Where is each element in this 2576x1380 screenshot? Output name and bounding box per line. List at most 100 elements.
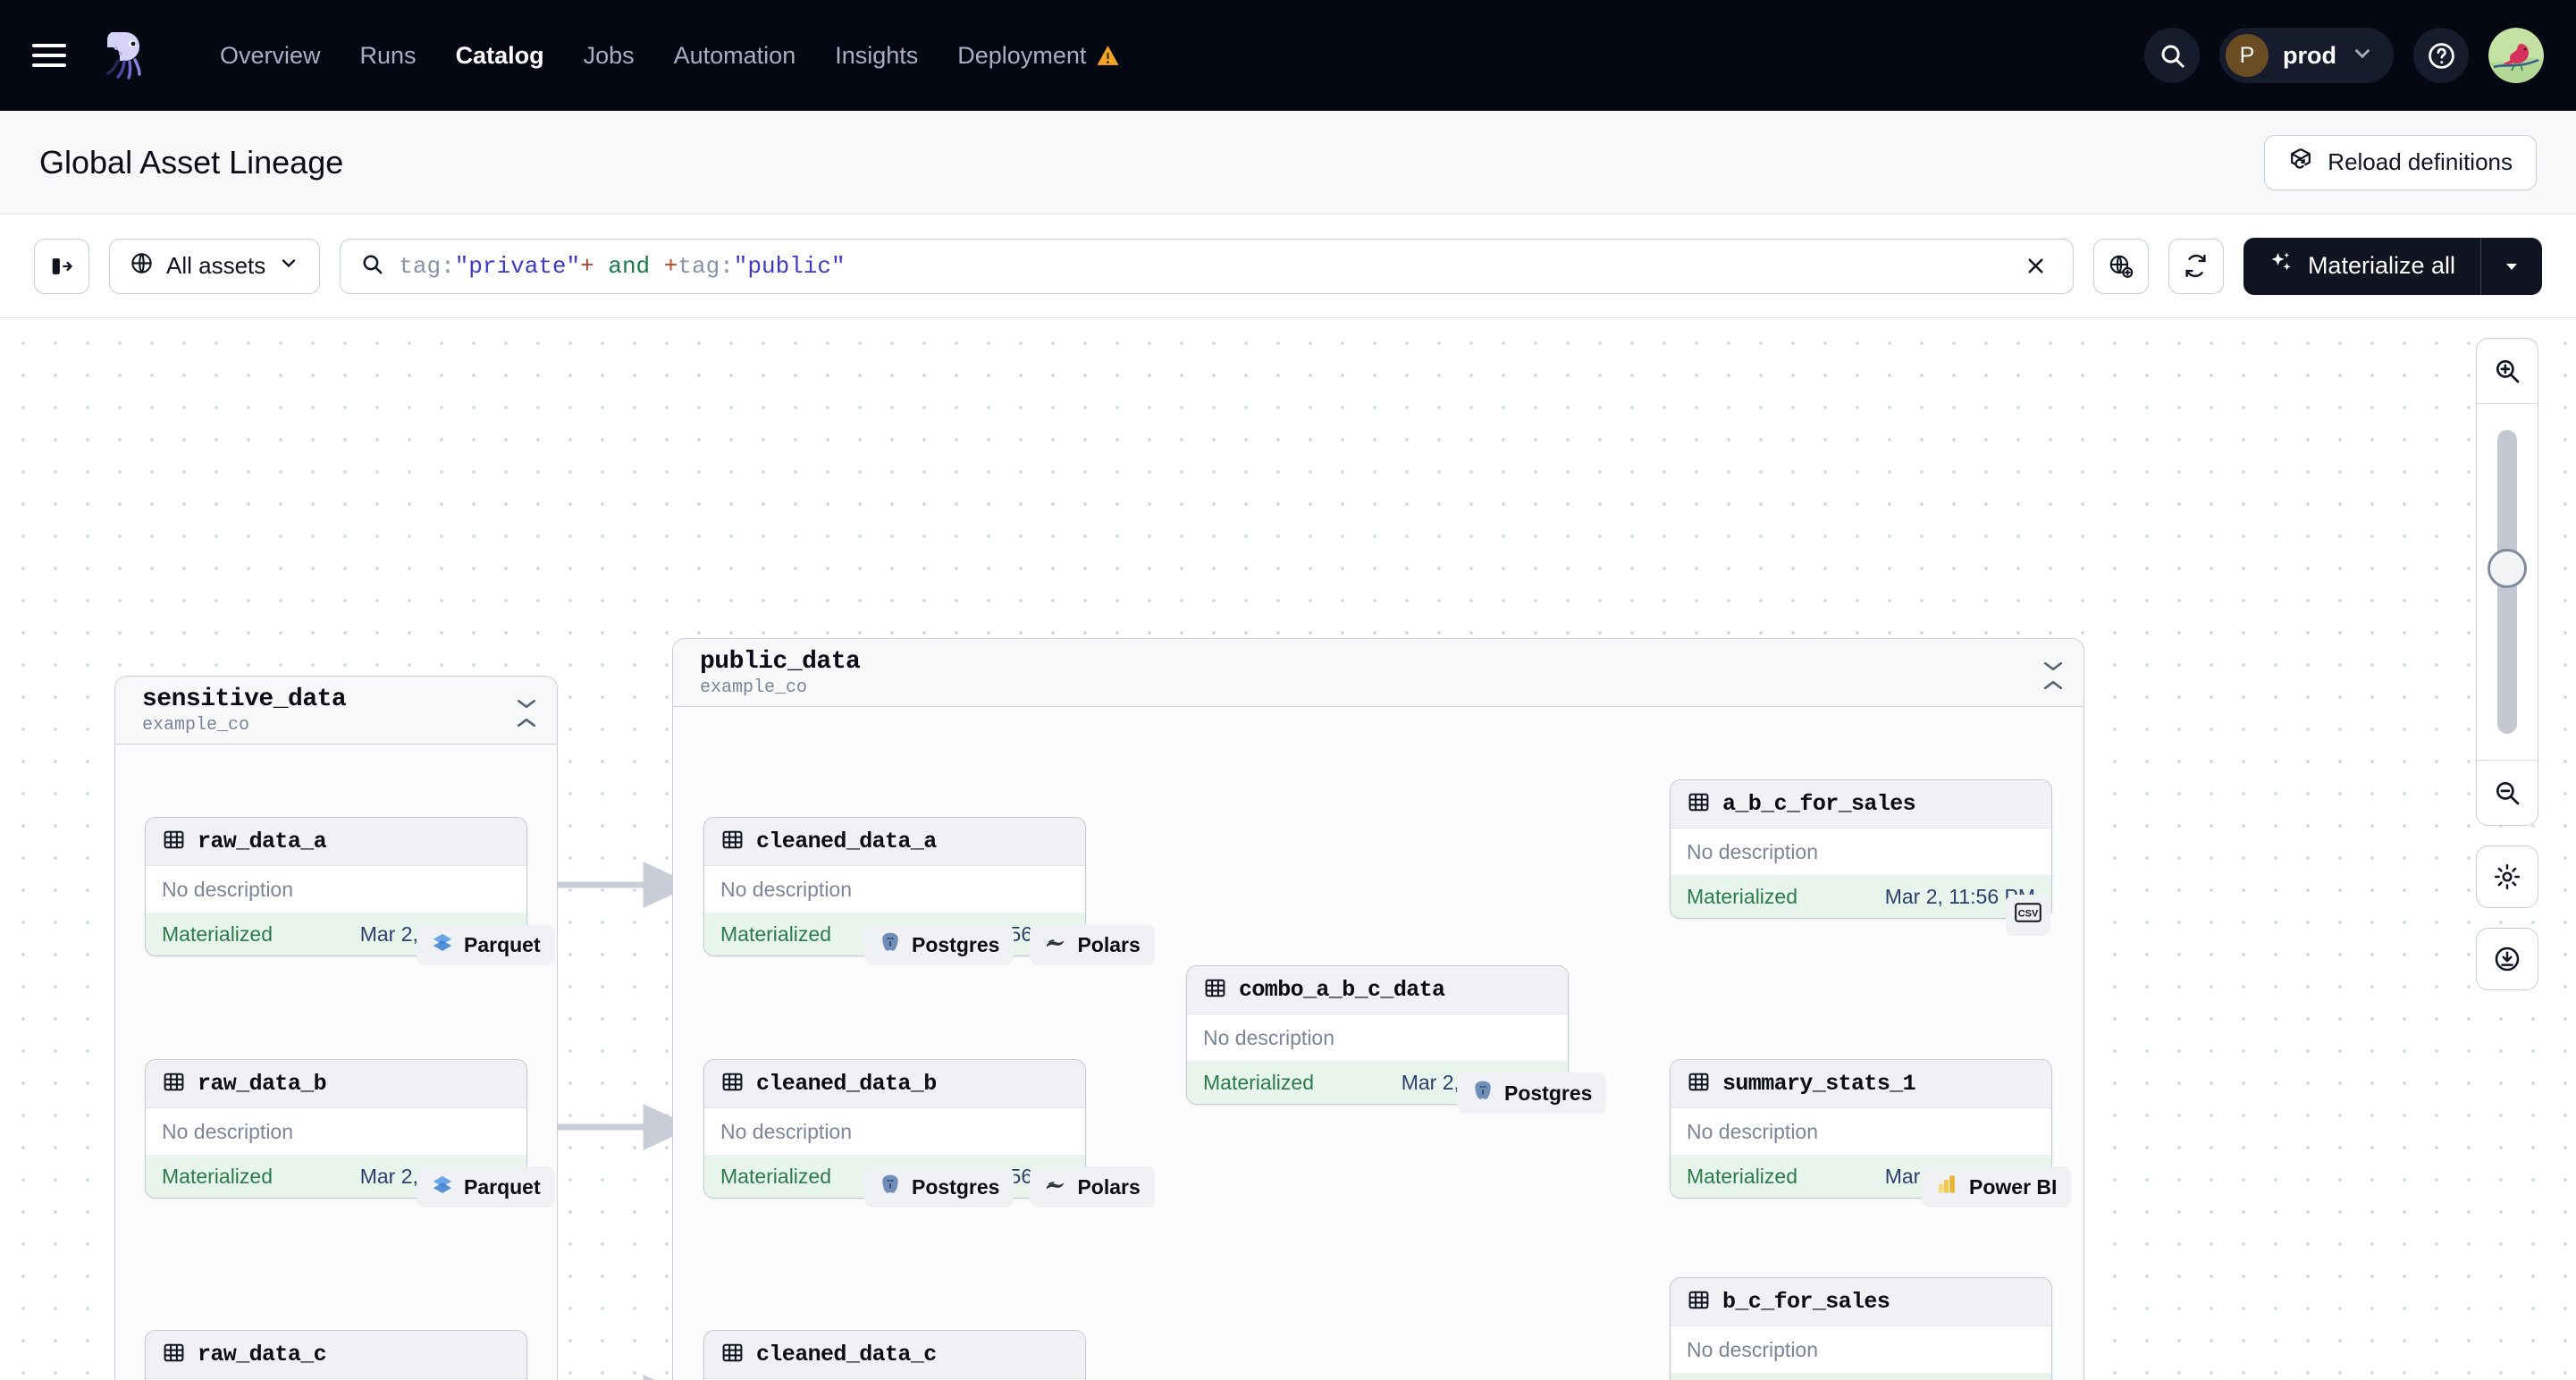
search-icon[interactable]	[2144, 28, 2200, 83]
chevron-down-icon	[278, 252, 299, 280]
collapse-toggle-icon[interactable]	[516, 700, 537, 727]
asset-tag-label: Power BI	[1969, 1174, 2058, 1199]
asset-tag-postgres[interactable]: Postgres	[864, 1166, 1014, 1208]
asset-tag-parquet[interactable]: Parquet	[417, 924, 555, 965]
asset-node-description: No description	[720, 1119, 853, 1143]
asset-node-status: Materialized Mar 2, 11:56 PM	[1671, 1373, 2051, 1380]
dagster-logo[interactable]	[97, 27, 154, 84]
postgres-icon	[1471, 1079, 1494, 1107]
parquet-icon	[431, 1173, 454, 1201]
cube-refresh-icon	[2288, 147, 2313, 178]
asset-scope-filter[interactable]: All assets	[109, 238, 321, 294]
asset-node-title: combo_a_b_c_data	[1239, 977, 1445, 1003]
asset-node-raw_data_b[interactable]: raw_data_b No description Materialized M…	[145, 1059, 527, 1199]
zoom-slider-group	[2476, 338, 2538, 826]
asset-tags-cleaned_data_a: Postgres Polars	[864, 924, 1155, 965]
zoom-out-icon[interactable]	[2477, 761, 2538, 825]
asset-group-header[interactable]: sensitive_data example_co	[115, 677, 557, 745]
asset-node-status: Materialized Mar 2, 11:56 PM	[1671, 875, 2051, 918]
zoom-in-icon[interactable]	[2477, 339, 2538, 403]
postgres-icon	[879, 930, 902, 959]
page-header: Global Asset Lineage Reload definitions	[0, 111, 2576, 215]
asset-tags-cleaned_data_b: Postgres Polars	[864, 1166, 1155, 1208]
collapse-toggle-icon[interactable]	[2042, 662, 2064, 689]
asset-tag-csv[interactable]: CSV	[2006, 895, 2050, 936]
materialize-all-main[interactable]: Materialize all	[2243, 238, 2480, 295]
asset-tag-postgres[interactable]: Postgres	[864, 924, 1014, 965]
zoom-slider[interactable]	[2477, 404, 2538, 760]
materialize-all-button[interactable]: Materialize all	[2243, 237, 2542, 295]
table-icon	[162, 1341, 186, 1369]
materialize-options-caret[interactable]	[2481, 238, 2542, 295]
status-label: Materialized	[720, 1164, 831, 1188]
nav-links: Overview Runs Catalog Jobs Automation In…	[200, 42, 1140, 70]
nav-link-automation[interactable]: Automation	[673, 41, 796, 69]
asset-node-cleaned_data_c[interactable]: cleaned_data_c No description Materializ…	[703, 1330, 1086, 1380]
asset-tag-label: Parquet	[464, 1174, 541, 1199]
asset-tag-polars[interactable]: Polars	[1030, 1166, 1155, 1208]
asset-node-header: b_c_for_sales	[1671, 1278, 2051, 1326]
table-icon	[720, 1070, 745, 1098]
asset-node-header: summary_stats_1	[1671, 1060, 2051, 1108]
asset-group-name: sensitive_data	[142, 686, 347, 713]
polars-icon	[1044, 1173, 1067, 1201]
materialize-all-label: Materialize all	[2307, 252, 2455, 279]
nav-right-actions: P prod	[2144, 28, 2544, 83]
deployment-initial: P	[2226, 34, 2269, 77]
asset-node-title: summary_stats_1	[1722, 1071, 1916, 1097]
asset-tag-parquet[interactable]: Parquet	[417, 1166, 555, 1208]
search-input[interactable]: tag:"private"+ and +tag:"public"	[399, 253, 845, 280]
query-token-1: "private"	[454, 252, 581, 280]
asset-tag-power-bi[interactable]: Power BI	[1922, 1166, 2072, 1208]
asset-scope-label: All assets	[166, 252, 266, 279]
deployment-switcher[interactable]: P prod	[2219, 28, 2394, 83]
close-icon[interactable]	[2016, 246, 2057, 287]
user-avatar[interactable]	[2488, 28, 2544, 83]
asset-node-title: cleaned_data_b	[756, 1071, 937, 1097]
status-label: Materialized	[162, 1164, 273, 1188]
nav-link-catalog[interactable]: Catalog	[455, 41, 544, 69]
zoom-slider-thumb[interactable]	[2488, 549, 2527, 589]
polars-icon	[1044, 930, 1067, 959]
globe-plus-icon[interactable]	[2092, 238, 2149, 294]
page-title: Global Asset Lineage	[39, 143, 344, 181]
asset-tags-raw_data_b: Parquet	[417, 1166, 555, 1208]
query-token-6: "public"	[733, 252, 846, 280]
asset-group-sensitive_data[interactable]: sensitive_data example_co	[114, 676, 558, 1380]
query-token-0: tag:	[399, 252, 455, 280]
asset-group-header[interactable]: public_data example_co	[673, 639, 2084, 707]
asset-node-description: No description	[1687, 839, 1819, 863]
reload-definitions-button[interactable]: Reload definitions	[2264, 134, 2537, 190]
download-icon[interactable]	[2476, 928, 2538, 990]
asset-tag-postgres[interactable]: Postgres	[1457, 1073, 1607, 1114]
asset-tags-combo_a_b_c_data: Postgres	[1457, 1073, 1607, 1114]
nav-link-overview[interactable]: Overview	[220, 41, 321, 69]
nav-link-insights[interactable]: Insights	[835, 41, 919, 69]
panel-expand-icon[interactable]	[34, 238, 89, 294]
zoom-divider-top	[2477, 403, 2538, 404]
query-token-3: and	[593, 252, 664, 280]
asset-query-search[interactable]: tag:"private"+ and +tag:"public"	[340, 238, 2074, 294]
nav-link-deployment[interactable]: Deployment	[938, 42, 1140, 70]
gear-icon[interactable]	[2476, 846, 2538, 908]
asset-node-a_b_c_for_sales[interactable]: a_b_c_for_sales No description Materiali…	[1670, 779, 2052, 919]
lineage-canvas[interactable]: sensitive_data example_co public_data ex…	[0, 318, 2576, 1380]
zoom-divider-bottom	[2477, 760, 2538, 761]
asset-node-title: cleaned_data_a	[756, 829, 937, 854]
globe-icon	[130, 251, 154, 282]
asset-node-title: a_b_c_for_sales	[1722, 791, 1916, 817]
question-mark-icon[interactable]	[2413, 28, 2469, 83]
deployment-name: prod	[2283, 41, 2336, 69]
asset-tags-a_b_c_for_sales: CSV	[2006, 895, 2050, 936]
asset-node-raw_data_c[interactable]: raw_data_c No description Materialized M…	[145, 1330, 527, 1380]
nav-link-runs[interactable]: Runs	[359, 41, 417, 69]
asset-tag-polars[interactable]: Polars	[1030, 924, 1155, 965]
asset-node-title: raw_data_a	[198, 829, 327, 854]
graph-toolbar: All assets tag:"private"+ and +tag:"publ…	[0, 215, 2576, 318]
asset-node-b_c_for_sales[interactable]: b_c_for_sales No description Materialize…	[1670, 1277, 2052, 1380]
hamburger-icon[interactable]	[32, 44, 66, 67]
nav-link-jobs[interactable]: Jobs	[583, 41, 635, 69]
refresh-icon[interactable]	[2168, 238, 2224, 294]
asset-node-header: raw_data_c	[146, 1331, 526, 1379]
asset-tag-label: Postgres	[912, 1174, 1000, 1199]
